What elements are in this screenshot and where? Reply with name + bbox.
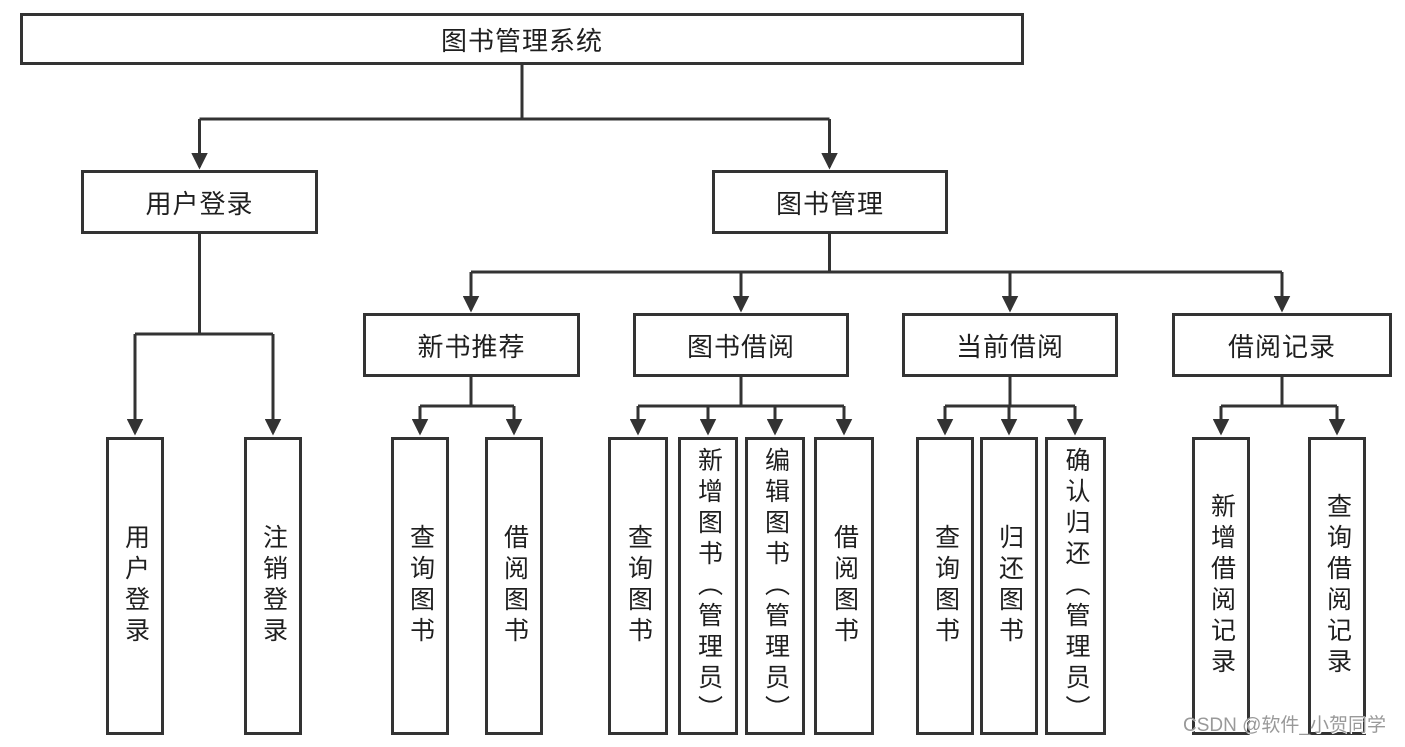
leaf-label: 查询图书 [624,524,653,648]
node-book-borrowing: 图书借阅 [633,313,849,377]
node-label: 图书管理 [775,188,884,219]
leaf-confirm-return-admin: 确认归还（管理员） [1045,437,1106,735]
leaf-logout: 注销登录 [244,437,302,735]
leaf-query-borrow-record: 查询借阅记录 [1308,437,1366,735]
node-label: 当前借阅 [955,331,1064,362]
node-library-management-system: 图书管理系统 [20,13,1024,65]
node-label: 新书推荐 [417,331,526,362]
node-label: 图书借阅 [686,331,795,362]
node-label: 用户登录 [145,188,254,219]
leaf-label: 确认归还（管理员） [1062,446,1090,726]
leaf-return-books: 归还图书 [980,437,1038,735]
leaf-label: 新增借阅记录 [1207,493,1236,679]
node-new-book-recommendation: 新书推荐 [363,313,580,377]
node-current-borrowing: 当前借阅 [902,313,1118,377]
leaf-label: 注销登录 [259,524,288,648]
leaf-label: 新增图书（管理员） [694,446,723,726]
node-book-management: 图书管理 [712,170,948,234]
leaf-label: 查询图书 [931,524,960,648]
leaf-add-borrow-record: 新增借阅记录 [1192,437,1250,735]
leaf-label: 查询借阅记录 [1323,493,1352,679]
watermark: CSDN @软件_小贺同学 [1183,715,1386,736]
leaf-label: 用户登录 [121,524,150,648]
leaf-label: 归还图书 [995,524,1024,648]
node-borrowing-records: 借阅记录 [1172,313,1392,377]
leaf-edit-books-admin: 编辑图书（管理员） [745,437,805,735]
leaf-label: 编辑图书（管理员） [761,446,790,726]
node-label: 借阅记录 [1227,331,1336,362]
node-user-login: 用户登录 [81,170,318,234]
leaf-label: 借阅图书 [830,524,859,648]
leaf-borrow-books: 借阅图书 [814,437,874,735]
leaf-query-books-borrow: 查询图书 [608,437,668,735]
leaf-label: 查询图书 [406,524,435,648]
leaf-add-books-admin: 新增图书（管理员） [678,437,738,735]
leaf-label: 借阅图书 [500,524,529,648]
leaf-user-login: 用户登录 [106,437,164,735]
leaf-borrow-books-recommend: 借阅图书 [485,437,543,735]
leaf-query-books-current: 查询图书 [916,437,974,735]
leaf-query-books-recommend: 查询图书 [391,437,449,735]
node-label: 图书管理系统 [440,25,603,56]
